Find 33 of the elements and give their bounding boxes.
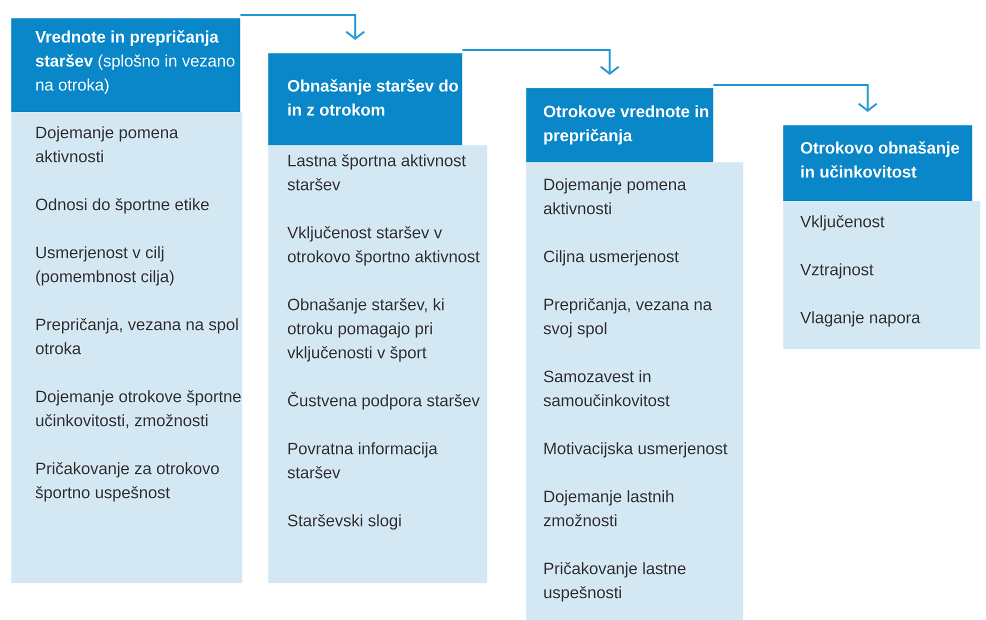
list-item: Pričakovanje za otrokovo športno uspešnost xyxy=(36,462,219,502)
list-item: Pričakovanje lastne uspešnosti xyxy=(544,562,686,602)
list-item: Starševski slogi xyxy=(288,514,401,530)
list-item: Dojemanje otrokove športne učinkovitosti, zmožnosti xyxy=(36,390,241,428)
list-item: Dojemanje pomena aktivnosti xyxy=(544,178,686,214)
list-item: Ciljna usmerjenost xyxy=(544,250,679,266)
list-item: Prepričanja, vezana na spol otroka xyxy=(36,318,238,354)
list-item: Vključenost xyxy=(800,215,884,231)
arrow xyxy=(713,84,878,112)
arrow xyxy=(240,14,365,40)
list-item: Vključenost staršev v otrokovo športno aktivnost xyxy=(287,226,480,266)
list-item: Vlaganje napora xyxy=(800,311,920,327)
header-box: Obnašanje staršev do in z otrokom xyxy=(268,53,462,146)
list-item: Dojemanje pomena aktivnosti xyxy=(36,126,178,162)
list-item: Čustvena podpora staršev xyxy=(288,392,480,410)
header-box: Otrokovo obnašanje in učinkovitost xyxy=(783,125,972,202)
list-item: Dojemanje lastnih zmožnosti xyxy=(544,490,674,526)
list-item: Odnosi do športne etike xyxy=(36,198,209,214)
list-box xyxy=(11,112,242,584)
header-box: Vrednote in prepričanja staršev (splošno in vezano na otroka) xyxy=(11,18,240,112)
arrow xyxy=(462,48,620,75)
list-item: Povratna informacija staršev xyxy=(288,442,438,478)
list-item: Motivacijska usmerjenost xyxy=(544,442,728,458)
header-box: Otrokove vrednote in prepričanja xyxy=(526,88,714,162)
list-box xyxy=(783,201,980,350)
list-box xyxy=(268,145,488,584)
list-box xyxy=(526,162,744,620)
list-item: Prepričanja, vezana na svoj spol xyxy=(544,298,712,338)
list-item: Obnašanje staršev, ki otroku pomagajo pri vključenosti v šport xyxy=(287,298,444,362)
list-item: Samozavest in samoučinkovitost xyxy=(544,370,670,406)
list-item: Usmerjenost v cilj (pomembnost cilja) xyxy=(36,246,174,286)
list-item: Vztrajnost xyxy=(800,263,874,279)
list-item: Lastna športna aktivnost staršev xyxy=(288,154,466,190)
